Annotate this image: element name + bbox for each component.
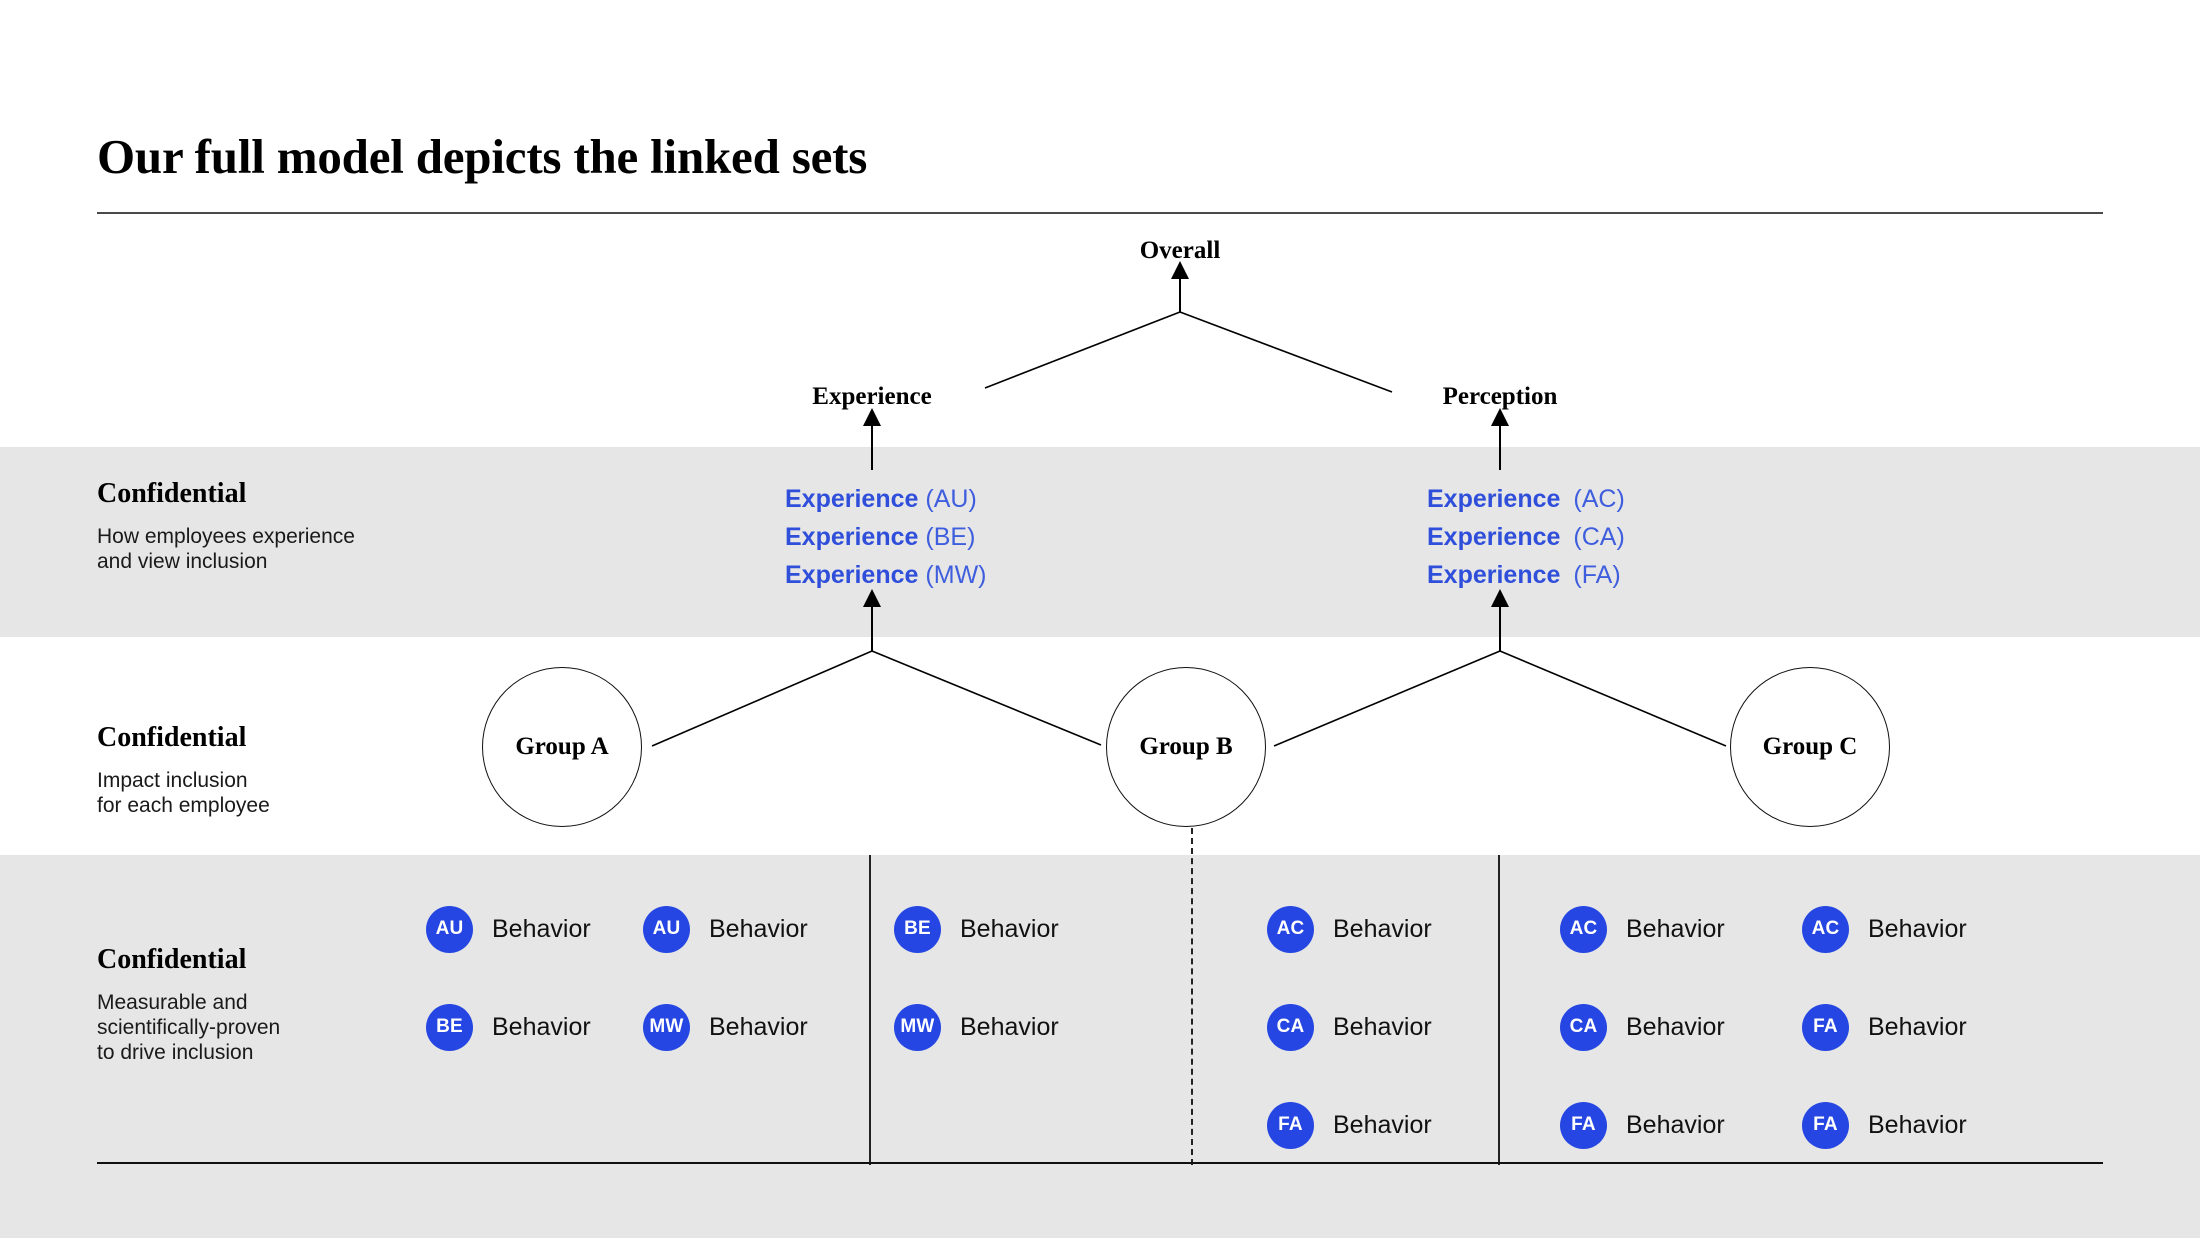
behavior-badge-icon: FA xyxy=(1802,1003,1849,1051)
experience-item-name: Experience xyxy=(785,485,919,513)
behavior-badge-icon: AC xyxy=(1560,905,1607,953)
behavior-badge-icon: FA xyxy=(1267,1101,1314,1149)
behavior-label: Behavior xyxy=(960,1012,1059,1041)
behavior-label: Behavior xyxy=(492,1012,591,1041)
behavior-label: Behavior xyxy=(1333,1012,1432,1041)
behavior-badge-icon: BE xyxy=(894,905,941,953)
behavior-badge-icon: FA xyxy=(1802,1101,1849,1149)
section-label-behavior: Confidential Measurable and scientifical… xyxy=(97,944,280,1065)
behavior-item[interactable]: CA Behavior xyxy=(1560,978,1725,1076)
behavior-item[interactable]: AC Behavior xyxy=(1560,880,1725,978)
section-title: Confidential xyxy=(97,478,247,509)
behavior-item[interactable]: MW Behavior xyxy=(643,978,808,1076)
experience-item-name: Experience xyxy=(785,561,919,589)
behavior-label: Behavior xyxy=(1626,1110,1725,1139)
behavior-item[interactable]: MW Behavior xyxy=(894,978,1059,1076)
behavior-badge-icon: AC xyxy=(1802,905,1849,953)
behavior-label: Behavior xyxy=(1868,1012,1967,1041)
behavior-column: AU Behavior BE Behavior xyxy=(426,880,591,1076)
tree-node-experience: Experience xyxy=(812,383,932,410)
behavior-badge-icon: AC xyxy=(1267,905,1314,953)
behavior-item[interactable]: AC Behavior xyxy=(1267,880,1432,978)
section-label-group: Confidential Impact inclusion for each e… xyxy=(97,722,270,818)
behavior-label: Behavior xyxy=(709,1012,808,1041)
behavior-badge-icon: BE xyxy=(426,1003,473,1051)
behavior-badge-icon: CA xyxy=(1560,1003,1607,1051)
group-circle-a[interactable]: Group A xyxy=(482,667,642,827)
experience-list-item: Experience (AC) xyxy=(1427,480,1625,518)
experience-item-code: (AC) xyxy=(1573,485,1625,513)
experience-list-item: Experience(AU) xyxy=(785,480,987,518)
section-description: How employees experience and view inclus… xyxy=(97,525,355,573)
behavior-label: Behavior xyxy=(1333,1110,1432,1139)
behavior-item[interactable]: FA Behavior xyxy=(1560,1076,1725,1174)
experience-item-code: (MW) xyxy=(925,561,987,589)
behavior-item[interactable]: AU Behavior xyxy=(426,880,591,978)
experience-item-code: (BE) xyxy=(925,523,976,551)
behavior-column: AU Behavior MW Behavior xyxy=(643,880,808,1076)
behavior-badge-icon: MW xyxy=(643,1003,690,1051)
tree-node-overall: Overall xyxy=(1139,237,1221,264)
behavior-label: Behavior xyxy=(960,914,1059,943)
behavior-item[interactable]: BE Behavior xyxy=(426,978,591,1076)
behavior-item[interactable]: AU Behavior xyxy=(643,880,808,978)
behavior-dashed-divider xyxy=(1191,828,1193,1165)
group-circle-b[interactable]: Group B xyxy=(1106,667,1266,827)
page-title: Our full model depicts the linked sets xyxy=(97,129,868,184)
experience-item-code: (CA) xyxy=(1573,523,1625,551)
behavior-column: AC Behavior CA Behavior FA Behavior xyxy=(1267,880,1432,1174)
experience-item-name: Experience xyxy=(1427,485,1561,513)
behavior-item[interactable]: CA Behavior xyxy=(1267,978,1432,1076)
behavior-label: Behavior xyxy=(709,914,808,943)
experience-item-code: (AU) xyxy=(925,485,977,513)
experience-list-item: Experience (CA) xyxy=(1427,518,1625,556)
behavior-badge-icon: CA xyxy=(1267,1003,1314,1051)
behavior-badge-icon: FA xyxy=(1560,1101,1607,1149)
behavior-label: Behavior xyxy=(1626,1012,1725,1041)
behavior-divider-1 xyxy=(869,855,871,1165)
behavior-badge-icon: MW xyxy=(894,1003,941,1051)
behavior-item[interactable]: AC Behavior xyxy=(1802,880,1967,978)
experience-list-item: Experience(MW) xyxy=(785,556,987,594)
experience-list-item: Experience (FA) xyxy=(1427,556,1625,594)
group-circle-c[interactable]: Group C xyxy=(1730,667,1890,827)
experience-item-code: (FA) xyxy=(1573,561,1621,589)
behavior-label: Behavior xyxy=(1626,914,1725,943)
section-description: Measurable and scientifically-proven to … xyxy=(97,991,281,1064)
section-title: Confidential xyxy=(97,722,247,753)
behavior-item[interactable]: FA Behavior xyxy=(1802,1076,1967,1174)
experience-list-right: Experience (AC) Experience (CA) Experience… xyxy=(1427,480,1625,594)
behavior-column: AC Behavior CA Behavior FA Behavior xyxy=(1560,880,1725,1174)
experience-item-name: Experience xyxy=(1427,523,1561,551)
experience-list-item: Experience(BE) xyxy=(785,518,987,556)
title-divider xyxy=(97,212,2103,214)
tree-node-perception: Perception xyxy=(1442,383,1558,410)
section-description: Impact inclusion for each employee xyxy=(97,769,270,817)
behavior-label: Behavior xyxy=(492,914,591,943)
experience-list-left: Experience(AU) Experience(BE) Experience… xyxy=(785,480,987,594)
behavior-item[interactable]: FA Behavior xyxy=(1802,978,1967,1076)
experience-item-name: Experience xyxy=(1427,561,1561,589)
section-label-experience: Confidential How employees experience an… xyxy=(97,478,355,574)
behavior-label: Behavior xyxy=(1333,914,1432,943)
behavior-label: Behavior xyxy=(1868,1110,1967,1139)
experience-band xyxy=(0,447,2200,637)
behavior-badge-icon: AU xyxy=(643,905,690,953)
behavior-badge-icon: AU xyxy=(426,905,473,953)
behavior-label: Behavior xyxy=(1868,914,1967,943)
behavior-item[interactable]: FA Behavior xyxy=(1267,1076,1432,1174)
section-title: Confidential xyxy=(97,944,247,975)
behavior-divider-2 xyxy=(1498,855,1500,1165)
behavior-item[interactable]: BE Behavior xyxy=(894,880,1059,978)
behavior-column: BE Behavior MW Behavior xyxy=(894,880,1059,1076)
experience-item-name: Experience xyxy=(785,523,919,551)
bottom-divider xyxy=(97,1162,2103,1164)
behavior-column: AC Behavior FA Behavior FA Behavior xyxy=(1802,880,1967,1174)
